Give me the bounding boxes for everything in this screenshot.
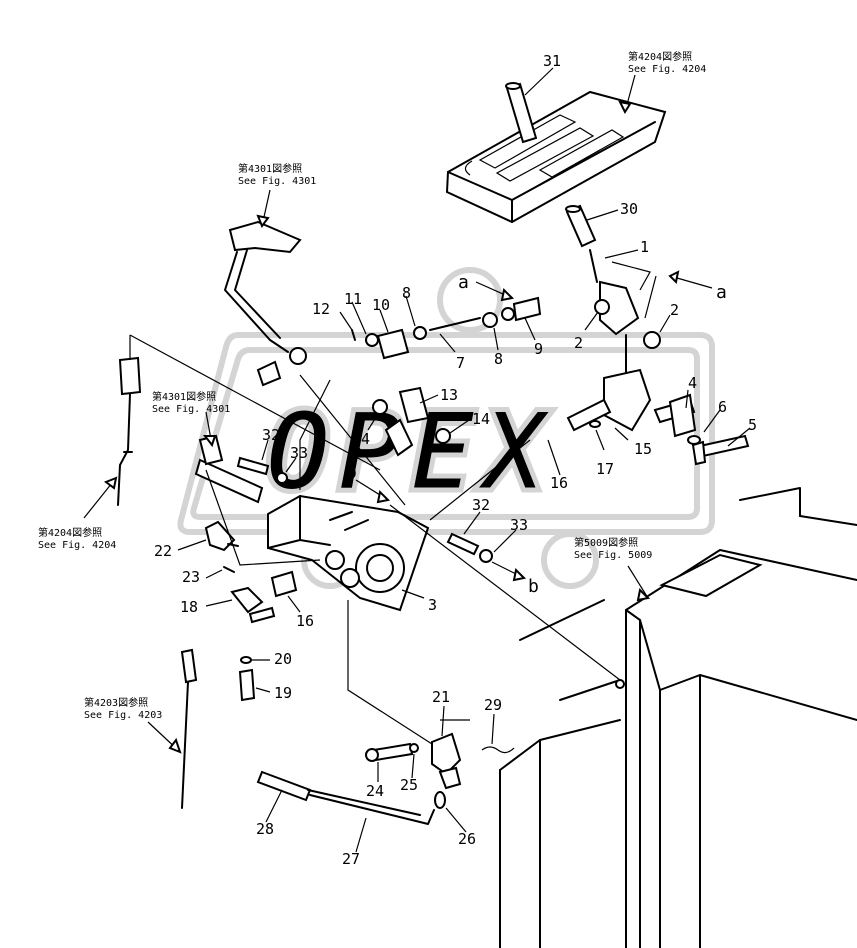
figure-reference-labels: 第4204図参照 See Fig. 4204 第4301図参照 See Fig.… [38, 50, 706, 721]
bushing-part [270, 570, 298, 598]
leader-lines [129, 261, 657, 745]
control-cable-part [256, 770, 435, 825]
part-number-11: 11 [344, 290, 362, 308]
part-number-7: 7 [456, 354, 465, 372]
figure-reference-line1: 第4204図参照 [628, 50, 692, 63]
part-number-1: 1 [640, 238, 649, 256]
part-number-33: 33 [510, 516, 528, 534]
part-number-28: 28 [256, 820, 274, 838]
figure-reference-line1: 第4301図参照 [238, 162, 302, 175]
part-number-14: 14 [472, 410, 490, 428]
figure-reference-line2: See Fig. 4204 [38, 540, 116, 551]
bolt-part [687, 434, 750, 466]
arrow-markers [83, 74, 713, 754]
joint-part [230, 586, 276, 702]
figure-reference-line2: See Fig. 4203 [84, 710, 162, 721]
bracket-part [566, 368, 697, 438]
bolt-32-33-part [446, 532, 493, 563]
part-number-14: 14 [352, 430, 370, 448]
part-number-13: 13 [440, 386, 458, 404]
figure-reference-line2: See Fig. 5009 [574, 550, 652, 561]
boot-part [565, 204, 597, 248]
lever-knob-part [505, 82, 538, 144]
lever-part [589, 249, 661, 373]
part-number-32: 32 [262, 426, 280, 444]
part-number-10: 10 [372, 296, 390, 314]
lower-lever-part [365, 732, 515, 809]
part-number-30: 30 [620, 200, 638, 218]
cable-part [117, 356, 142, 506]
figure-reference-line2: See Fig. 4301 [238, 176, 316, 187]
connection-marker-labels: a a b b [346, 272, 727, 597]
part-number-23: 23 [182, 568, 200, 586]
figure-reference-line1: 第4301図参照 [152, 390, 216, 403]
part-number-12: 12 [312, 300, 330, 318]
part-number-16: 16 [296, 612, 314, 630]
part-number-6: 6 [718, 398, 727, 416]
part-number-8: 8 [402, 284, 411, 302]
figure-reference-line2: See Fig. 4301 [152, 404, 230, 415]
part-number-26: 26 [458, 830, 476, 848]
long-rod-part [180, 648, 198, 809]
part-number-31: 31 [543, 52, 561, 70]
part-number-4: 4 [688, 374, 697, 392]
marker-a: a [716, 282, 727, 303]
part-number-29: 29 [484, 696, 502, 714]
shaft-assembly-part [351, 296, 542, 457]
marker-a: a [458, 272, 469, 293]
part-number-32: 32 [472, 496, 490, 514]
linkage-rod-part [224, 220, 307, 387]
part-number-19: 19 [274, 684, 292, 702]
part-number-15: 15 [634, 440, 652, 458]
part-number-2: 2 [670, 301, 679, 319]
figure-reference-line1: 第5009図参照 [574, 536, 638, 549]
part-number-20: 20 [274, 650, 292, 668]
figure-reference-line1: 第4204図参照 [38, 526, 102, 539]
marker-b: b [528, 576, 539, 597]
part-number-27: 27 [342, 850, 360, 868]
part-number-17: 17 [596, 460, 614, 478]
part-number-labels: 31 30 1 2 2 4 5 6 15 17 16 14 14 13 12 1… [154, 52, 757, 868]
part-number-25: 25 [400, 776, 418, 794]
cab-frame-part [499, 487, 857, 948]
part-number-8: 8 [494, 350, 503, 368]
figure-reference-line2: See Fig. 4204 [628, 64, 706, 75]
part-number-16: 16 [550, 474, 568, 492]
part-number-33: 33 [290, 444, 308, 462]
part-number-9: 9 [534, 340, 543, 358]
figure-reference-line1: 第4203図参照 [84, 696, 148, 709]
part-number-22: 22 [154, 542, 172, 560]
part-number-21: 21 [432, 688, 450, 706]
floor-plate-part [445, 90, 667, 224]
part-number-5: 5 [748, 416, 757, 434]
marker-b: b [346, 462, 357, 483]
callout-lines [177, 67, 751, 853]
part-number-2: 2 [574, 334, 583, 352]
part-number-3: 3 [428, 596, 437, 614]
part-number-18: 18 [180, 598, 198, 616]
main-bracket-part [267, 494, 430, 612]
part-number-24: 24 [366, 782, 384, 800]
